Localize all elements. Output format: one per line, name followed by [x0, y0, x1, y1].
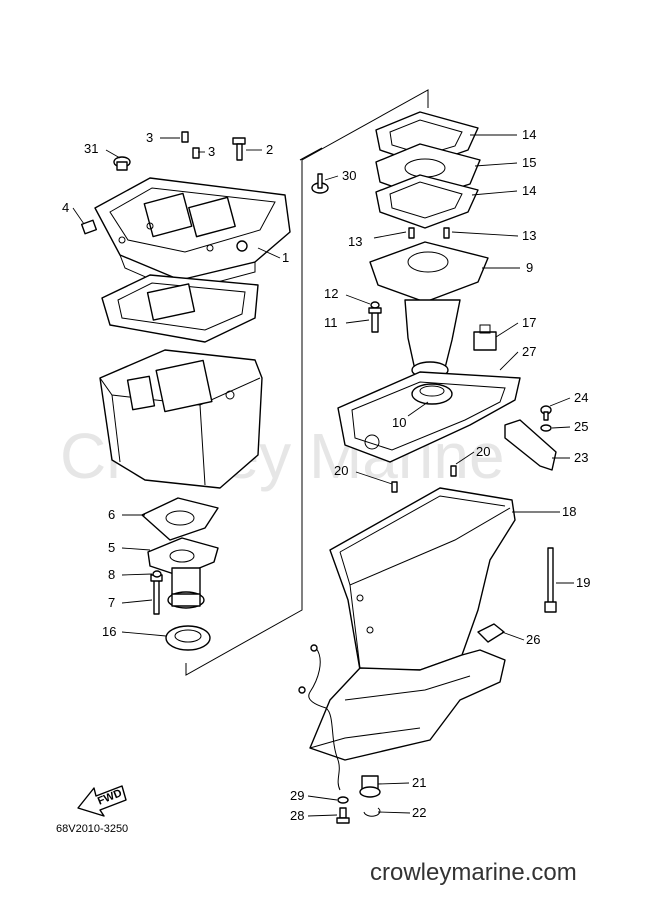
callout-5: 5 [108, 540, 115, 555]
oil-seal-16-part [165, 625, 211, 651]
callout-14b: 14 [522, 183, 536, 198]
callout-7: 7 [108, 595, 115, 610]
callout-4: 4 [62, 200, 69, 215]
small-parts-upper [80, 131, 329, 235]
callout-24: 24 [574, 390, 588, 405]
leader-lines [72, 134, 574, 817]
callout-13a: 13 [348, 234, 362, 249]
bracket-23-part [504, 419, 557, 471]
callout-15: 15 [522, 155, 536, 170]
oil-pan-part [99, 349, 263, 489]
callout-27: 27 [522, 344, 536, 359]
callout-21: 21 [412, 775, 426, 790]
gasket-6-part [141, 497, 219, 541]
clip-22-part [363, 807, 381, 817]
callout-30: 30 [342, 168, 356, 183]
gasket-stack-part [375, 111, 481, 229]
callout-19: 19 [576, 575, 590, 590]
oil-seal-10-part [411, 383, 453, 405]
lower-casing-18-part [309, 487, 516, 761]
bolt-24-part [540, 405, 552, 421]
footer-url: crowleymarine.com [370, 859, 577, 886]
callout-20b: 20 [476, 444, 490, 459]
diagram-code: 68V2010-3250 [56, 823, 128, 835]
casing-gasket-part [101, 274, 259, 343]
washer-25-part [540, 424, 552, 432]
bolt-28-part [336, 807, 350, 824]
callout-13b: 13 [522, 228, 536, 243]
callout-8: 8 [108, 567, 115, 582]
callout-20a: 20 [334, 463, 348, 478]
callout-17: 17 [522, 315, 536, 330]
callout-18: 18 [562, 504, 576, 519]
callout-2: 2 [266, 142, 273, 157]
gasket-27-part [337, 371, 521, 463]
callout-11: 11 [324, 315, 338, 330]
callout-1: 1 [282, 250, 289, 265]
callout-16: 16 [102, 624, 116, 639]
washer-29-part [337, 796, 349, 804]
callout-12: 12 [324, 286, 338, 301]
callout-3a: 3 [146, 130, 153, 145]
bolt-7-part [150, 574, 163, 615]
assembly-bracket-lines [185, 89, 429, 676]
callout-9: 9 [526, 260, 533, 275]
ground-lead-part [308, 647, 341, 791]
callout-3b: 3 [208, 144, 215, 159]
washer-12-part [370, 301, 380, 309]
fwd-arrow-icon: FWD [77, 785, 127, 817]
upper-casing-part [94, 177, 291, 293]
callout-31: 31 [84, 141, 98, 156]
bolt-11-part [368, 307, 382, 333]
extension-plate-part [147, 537, 219, 609]
damper-17-part [473, 324, 497, 351]
callout-25: 25 [574, 419, 588, 434]
callout-29: 29 [290, 788, 304, 803]
callout-28: 28 [290, 808, 304, 823]
washer-8-part [152, 570, 162, 578]
callout-14a: 14 [522, 127, 536, 142]
exhaust-guide-9-part [369, 241, 489, 379]
callout-labels: 31 3 3 2 30 4 1 14 15 14 13 13 9 12 11 1… [62, 127, 590, 823]
callout-22: 22 [412, 805, 426, 820]
callout-26: 26 [526, 632, 540, 647]
grommet-26-part [477, 623, 505, 643]
callout-10: 10 [392, 415, 406, 430]
anode-21-part [359, 775, 381, 798]
bolt-19-part [544, 547, 557, 613]
callout-6: 6 [108, 507, 115, 522]
callout-23: 23 [574, 450, 588, 465]
